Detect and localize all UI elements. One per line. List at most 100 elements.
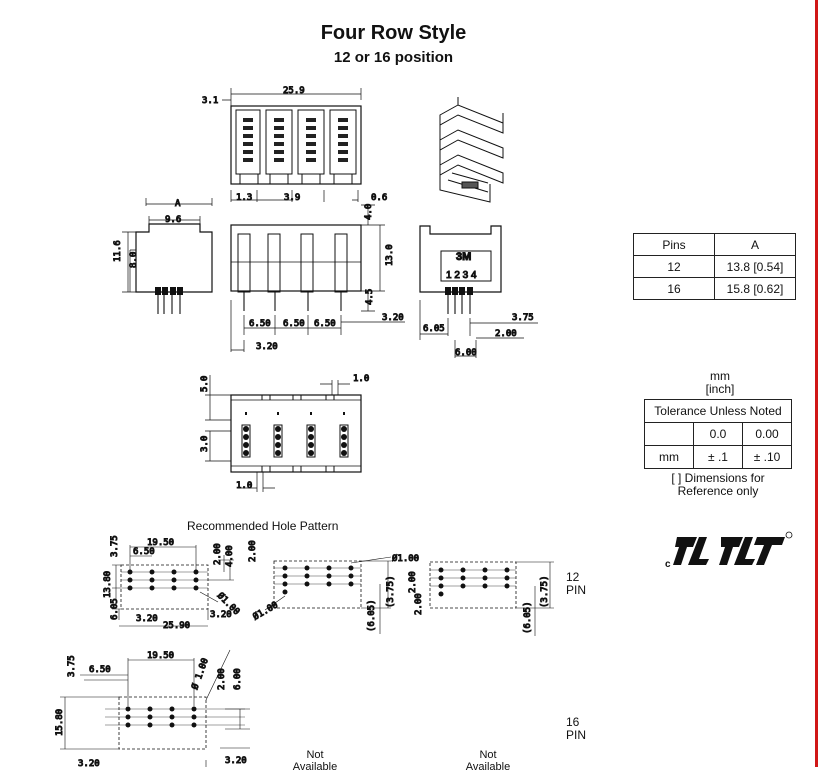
dim-front-6-50-b: 6.50 (283, 319, 305, 329)
end-view (419, 225, 538, 358)
units-inch: [inch] (705, 382, 735, 396)
not-available-2-line1: Not (479, 749, 497, 761)
hp-2-00-d: 2.00 (414, 593, 424, 615)
dim-end-6-05: 6.05 (423, 324, 445, 334)
front-view (230, 204, 405, 352)
hp-6-05-ref: (6.05) (367, 599, 377, 632)
pins-header-pins: Pins (633, 233, 715, 256)
dim-end-2-00: 2.00 (495, 329, 517, 339)
hole-pattern-12-view3 (429, 561, 554, 636)
hp-3-20-a: 3.20 (136, 614, 158, 624)
dim-side-11-6: 11.6 (113, 240, 123, 262)
pins-cell: 12 (633, 255, 715, 278)
ul-recognized-logo: c (665, 531, 793, 570)
registered-icon (785, 531, 793, 539)
units-label: mm [inch] (680, 370, 760, 396)
a-cell: 15.8 [0.62] (714, 277, 796, 300)
hp-6-05: 6.05 (110, 598, 120, 620)
dim-end-6-00: 6.00 (455, 348, 477, 358)
tolerance-val-b: ± .10 (742, 445, 792, 469)
hp16-3-20-a: 3.20 (78, 759, 100, 767)
hp-3-75: 3.75 (110, 535, 120, 557)
not-available-2-line2: Available (465, 761, 511, 773)
dim-front-6-50-a: 6.50 (249, 319, 271, 329)
dim-top-0-6: 0.6 (371, 193, 387, 203)
table-row: 16 15.8 [0.62] (633, 277, 796, 300)
tolerance-title: Tolerance Unless Noted (644, 399, 792, 423)
hp3-3-75-ref: (3.75) (540, 575, 550, 608)
dim-top-1-3: 1.3 (236, 193, 252, 203)
dim-side-8-0: 8.0 (129, 252, 139, 268)
hp16-dia: Ø 1.00 (189, 657, 210, 691)
dim-bot-1-0-bottom: 1.0 (236, 481, 252, 491)
dim-end-3-75: 3.75 (512, 313, 534, 323)
dim-bot-1-0-top: 1.0 (353, 374, 369, 384)
units-mm: mm (710, 369, 730, 383)
label-16-pin-text: PIN (566, 728, 587, 742)
not-available-1-line1: Not (306, 749, 324, 761)
hp-25-90: 25.90 (163, 621, 190, 631)
dimensions-note-line1: [ ] Dimensions for (671, 471, 765, 485)
label-12-pin: 12 PIN (566, 571, 586, 597)
label-12: 12 (566, 570, 580, 584)
pins-table: Pins A 12 13.8 [0.54] 16 15.8 [0.62] (633, 233, 796, 300)
dim-front-4-0: 4.0 (364, 204, 374, 220)
dim-top-width: 25.9 (283, 86, 305, 96)
hp-3-20-b: 3.20 (210, 610, 232, 620)
hp-dia-1-00-c: Ø1.00 (251, 600, 280, 623)
marking-logo: 3M (456, 251, 471, 263)
hp16-3-75: 3.75 (67, 655, 77, 677)
not-available-1-line2: Available (292, 761, 338, 773)
isometric-view (439, 97, 504, 203)
top-view (222, 88, 362, 202)
hp-4-00: 4.00 (225, 545, 235, 567)
hp-2-00-c: 2.00 (408, 571, 418, 593)
hp3-6-05-ref: (6.05) (523, 601, 533, 634)
hp16-6-50: 6.50 (89, 665, 111, 675)
pins-cell: 16 (633, 277, 715, 300)
page-title: Four Row Style (320, 22, 467, 44)
label-16: 16 (566, 715, 580, 729)
dimensions-note-line2: Reference only (677, 484, 759, 498)
page-subtitle: 12 or 16 position (333, 49, 454, 66)
dim-bot-5-0: 5.0 (200, 376, 210, 392)
a-cell: 13.8 [0.54] (714, 255, 796, 278)
tolerance-empty (644, 422, 694, 446)
dim-side-A: A (175, 199, 181, 209)
hole-pattern-12-view2 (264, 556, 392, 634)
dim-front-3-20-right: 3.20 (382, 313, 404, 323)
page-border (815, 0, 818, 767)
hole-pattern-title: Recommended Hole Pattern (187, 519, 339, 533)
hp-3-75-ref: (3.75) (386, 575, 396, 608)
bottom-view (205, 375, 362, 492)
tolerance-table: Tolerance Unless Noted 0.0 0.00 mm ± .1 … (644, 399, 792, 469)
hp16-6-00: 6.00 (233, 668, 243, 690)
hp16-2-00: 2.00 (217, 668, 227, 690)
hp16-15-80: 15.80 (55, 709, 65, 736)
dim-front-3-20-bottom: 3.20 (256, 342, 278, 352)
dim-bot-3-0: 3.0 (200, 436, 210, 452)
dim-top-left: 3.1 (202, 96, 218, 106)
tolerance-val-a: ± .1 (693, 445, 743, 469)
side-view (122, 198, 213, 314)
label-12-pin-text: PIN (566, 583, 587, 597)
hp-13-80: 13.80 (103, 571, 113, 598)
table-row: 12 13.8 [0.54] (633, 255, 796, 278)
dim-front-6-50-c: 6.50 (314, 319, 336, 329)
hole-pattern-12-view1 (112, 545, 234, 627)
tolerance-row-label: mm (644, 445, 694, 469)
hp16-19-50: 19.50 (147, 651, 174, 661)
tolerance-col-b: 0.00 (742, 422, 792, 446)
hp-6-50: 6.50 (133, 547, 155, 557)
dim-front-13-0: 13.0 (385, 244, 395, 266)
ul-prefix: c (665, 559, 671, 570)
not-available-2: Not Available (458, 749, 518, 773)
dimensions-note: [ ] Dimensions for Reference only (650, 472, 786, 498)
label-16-pin: 16 PIN (566, 716, 586, 742)
dim-top-3-9: 3.9 (284, 193, 300, 203)
ul-mark-glyphs (673, 537, 785, 565)
hp-2-00-b: 2.00 (248, 540, 258, 562)
pins-header-a: A (714, 233, 796, 256)
tolerance-col-a: 0.0 (693, 422, 743, 446)
